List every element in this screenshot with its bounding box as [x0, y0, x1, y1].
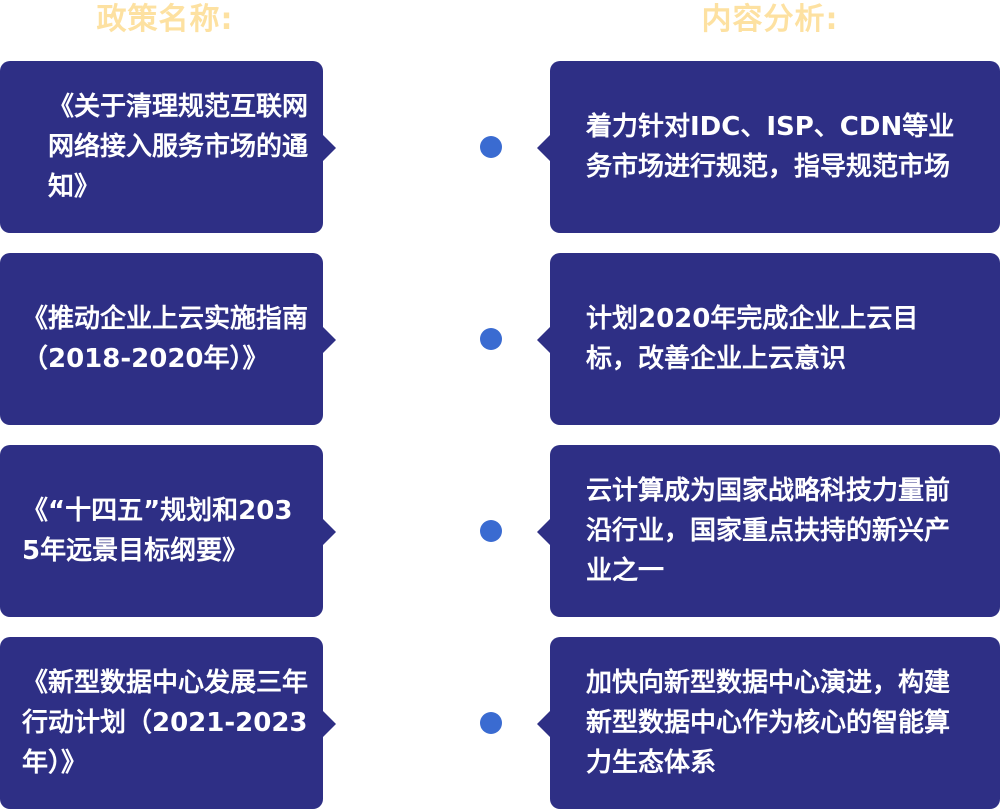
policy-text: 《推动企业上云实施指南（2018-2020年）》 [22, 304, 309, 374]
policy-row: 《推动企业上云实施指南（2018-2020年）》 计划2020年完成企业上云目标… [0, 253, 1000, 425]
policy-box: 《“十四五”规划和2035年远景目标纲要》 [0, 445, 336, 617]
policy-name-header: 政策名称: [96, 2, 234, 37]
content-analysis-header: 内容分析: [701, 2, 839, 37]
analysis-text: 计划2020年完成企业上云目标，改善企业上云意识 [586, 304, 919, 374]
policy-box: 《关于清理规范互联网网络接入服务市场的通知》 [0, 61, 336, 233]
policy-row: 《新型数据中心发展三年行动计划（2021-2023年）》 加快向新型数据中心演进… [0, 637, 1000, 809]
policy-row: 《关于清理规范互联网网络接入服务市场的通知》 着力针对IDC、ISP、CDN等业… [0, 61, 1000, 233]
policy-box: 《新型数据中心发展三年行动计划（2021-2023年）》 [0, 637, 336, 809]
analysis-text: 着力针对IDC、ISP、CDN等业务市场进行规范，指导规范市场 [586, 112, 955, 182]
analysis-box: 着力针对IDC、ISP、CDN等业务市场进行规范，指导规范市场 [537, 61, 1000, 233]
policy-text: 《新型数据中心发展三年行动计划（2021-2023年）》 [22, 668, 309, 778]
connector-dot [480, 712, 502, 734]
connector-dot [480, 520, 502, 542]
policy-text: 《“十四五”规划和2035年远景目标纲要》 [22, 496, 293, 566]
connector-dot [480, 136, 502, 158]
connector-dot [480, 328, 502, 350]
policy-box: 《推动企业上云实施指南（2018-2020年）》 [0, 253, 336, 425]
analysis-box: 加快向新型数据中心演进，构建新型数据中心作为核心的智能算力生态体系 [537, 637, 1000, 809]
policy-text: 《关于清理规范互联网网络接入服务市场的通知》 [48, 92, 309, 202]
policy-row: 《“十四五”规划和2035年远景目标纲要》 云计算成为国家战略科技力量前沿行业，… [0, 445, 1000, 617]
analysis-text: 加快向新型数据中心演进，构建新型数据中心作为核心的智能算力生态体系 [586, 668, 951, 778]
analysis-box: 计划2020年完成企业上云目标，改善企业上云意识 [537, 253, 1000, 425]
analysis-box: 云计算成为国家战略科技力量前沿行业，国家重点扶持的新兴产业之一 [537, 445, 1000, 617]
analysis-text: 云计算成为国家战略科技力量前沿行业，国家重点扶持的新兴产业之一 [586, 476, 951, 586]
